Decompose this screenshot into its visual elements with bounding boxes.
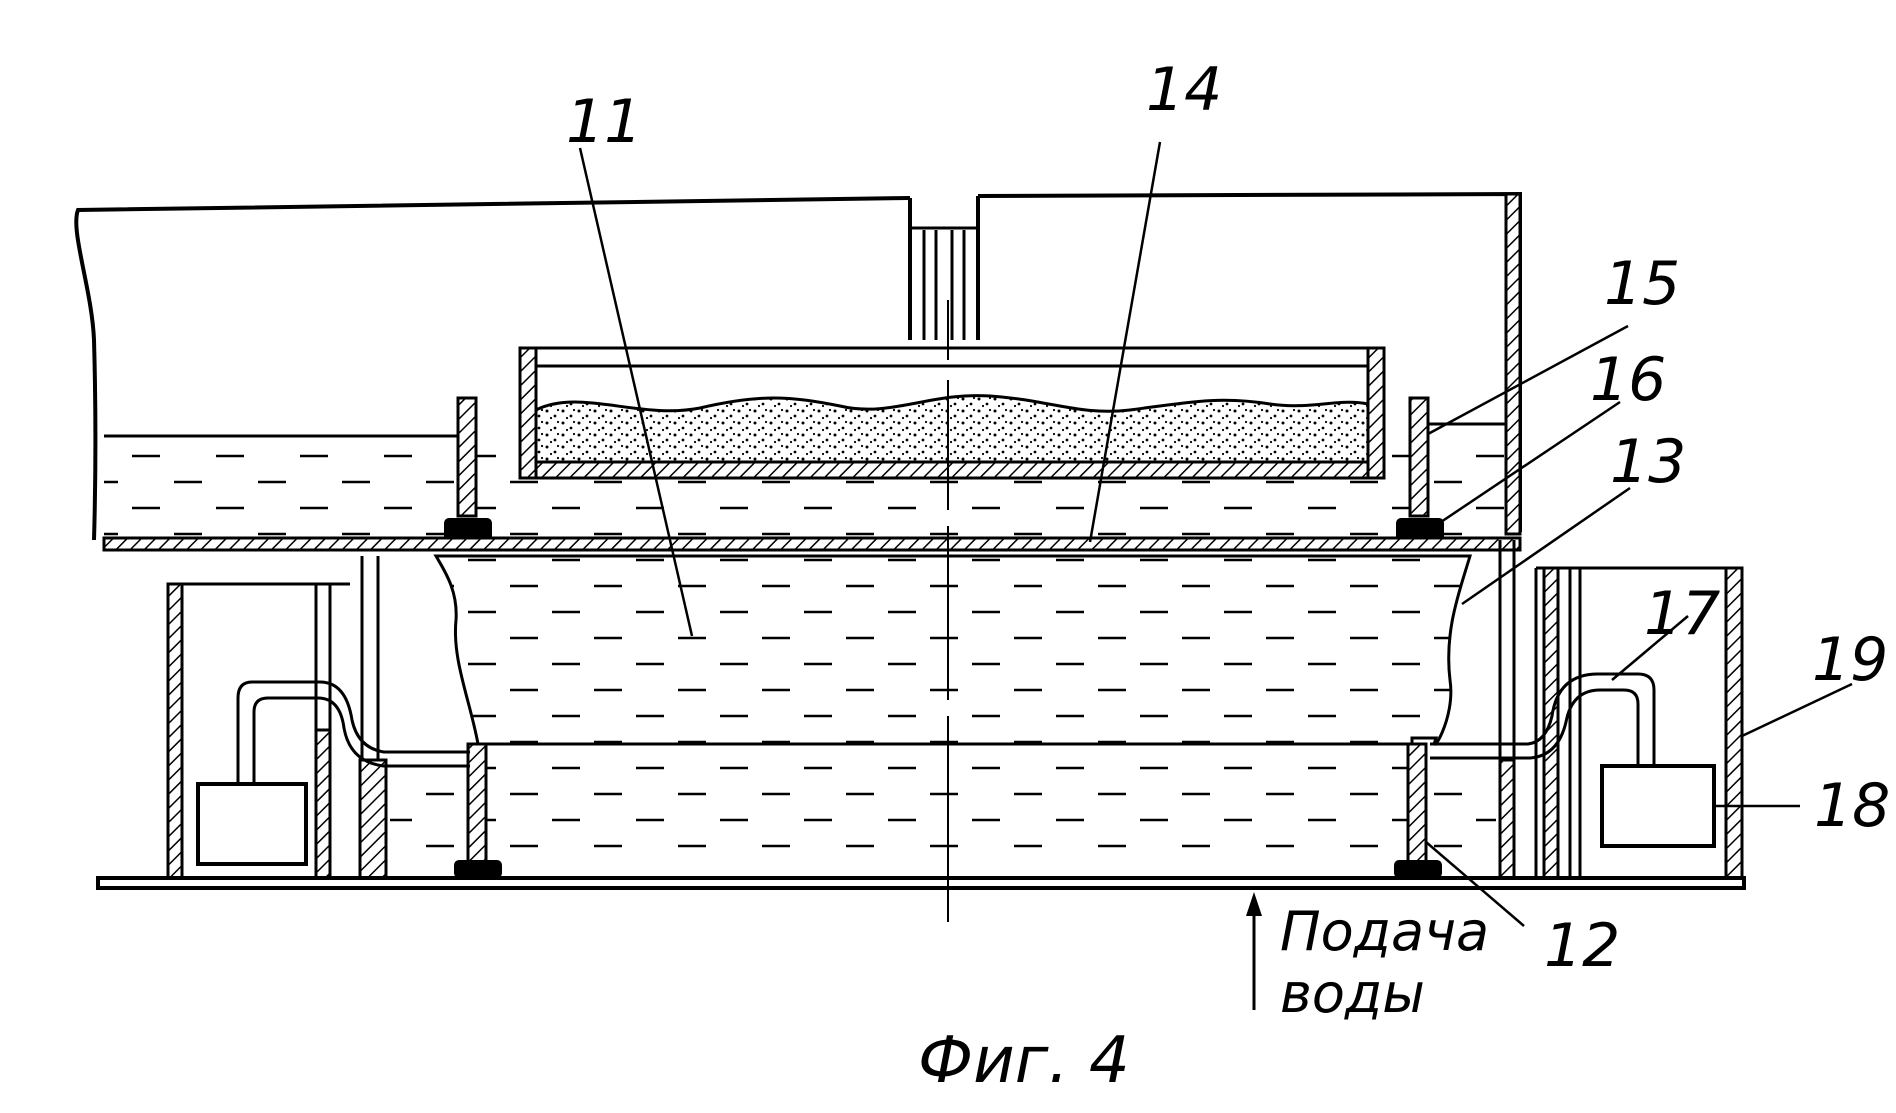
callout-18: 18	[1814, 771, 1890, 841]
callout-14: 14	[1146, 55, 1222, 125]
water-supply-arrow	[1246, 892, 1262, 1010]
main-tank	[433, 554, 1473, 746]
right-pipe	[1430, 688, 1640, 766]
callout-11: 11	[566, 87, 642, 157]
tray	[518, 346, 1386, 480]
granular-material	[534, 394, 1370, 464]
left-pump-box	[196, 782, 308, 866]
right-inner-wall	[1498, 758, 1516, 880]
upright-left	[456, 396, 478, 518]
callout-13: 13	[1610, 427, 1686, 497]
right-pump-box	[1600, 764, 1716, 848]
upright-right	[1408, 396, 1430, 518]
support-left	[466, 742, 488, 864]
callout-19: 19	[1812, 625, 1888, 695]
callout-12: 12	[1544, 911, 1620, 981]
leader-lines	[578, 141, 1853, 927]
water-supply-label-1: Подача	[1280, 900, 1489, 963]
callouts: 11 14 15 16 13 17 19 18 12	[566, 55, 1890, 981]
figure-caption: Фиг. 4	[918, 1024, 1130, 1098]
water-supply-label-2: воды	[1280, 962, 1425, 1025]
left-pump-chamber	[166, 582, 470, 880]
left-wall-hatched	[358, 758, 388, 880]
base-plate	[96, 876, 1746, 890]
partition-plate	[102, 536, 1522, 552]
left-pipe	[236, 680, 470, 784]
right-wall-hatched	[1504, 192, 1522, 536]
left-side-water	[390, 770, 466, 870]
right-pump-chamber	[1430, 566, 1744, 880]
callout-15: 15	[1604, 249, 1680, 319]
support-right	[1406, 742, 1428, 864]
callout-17: 17	[1644, 579, 1720, 649]
callout-16: 16	[1590, 345, 1666, 415]
feed-tube	[910, 226, 978, 340]
